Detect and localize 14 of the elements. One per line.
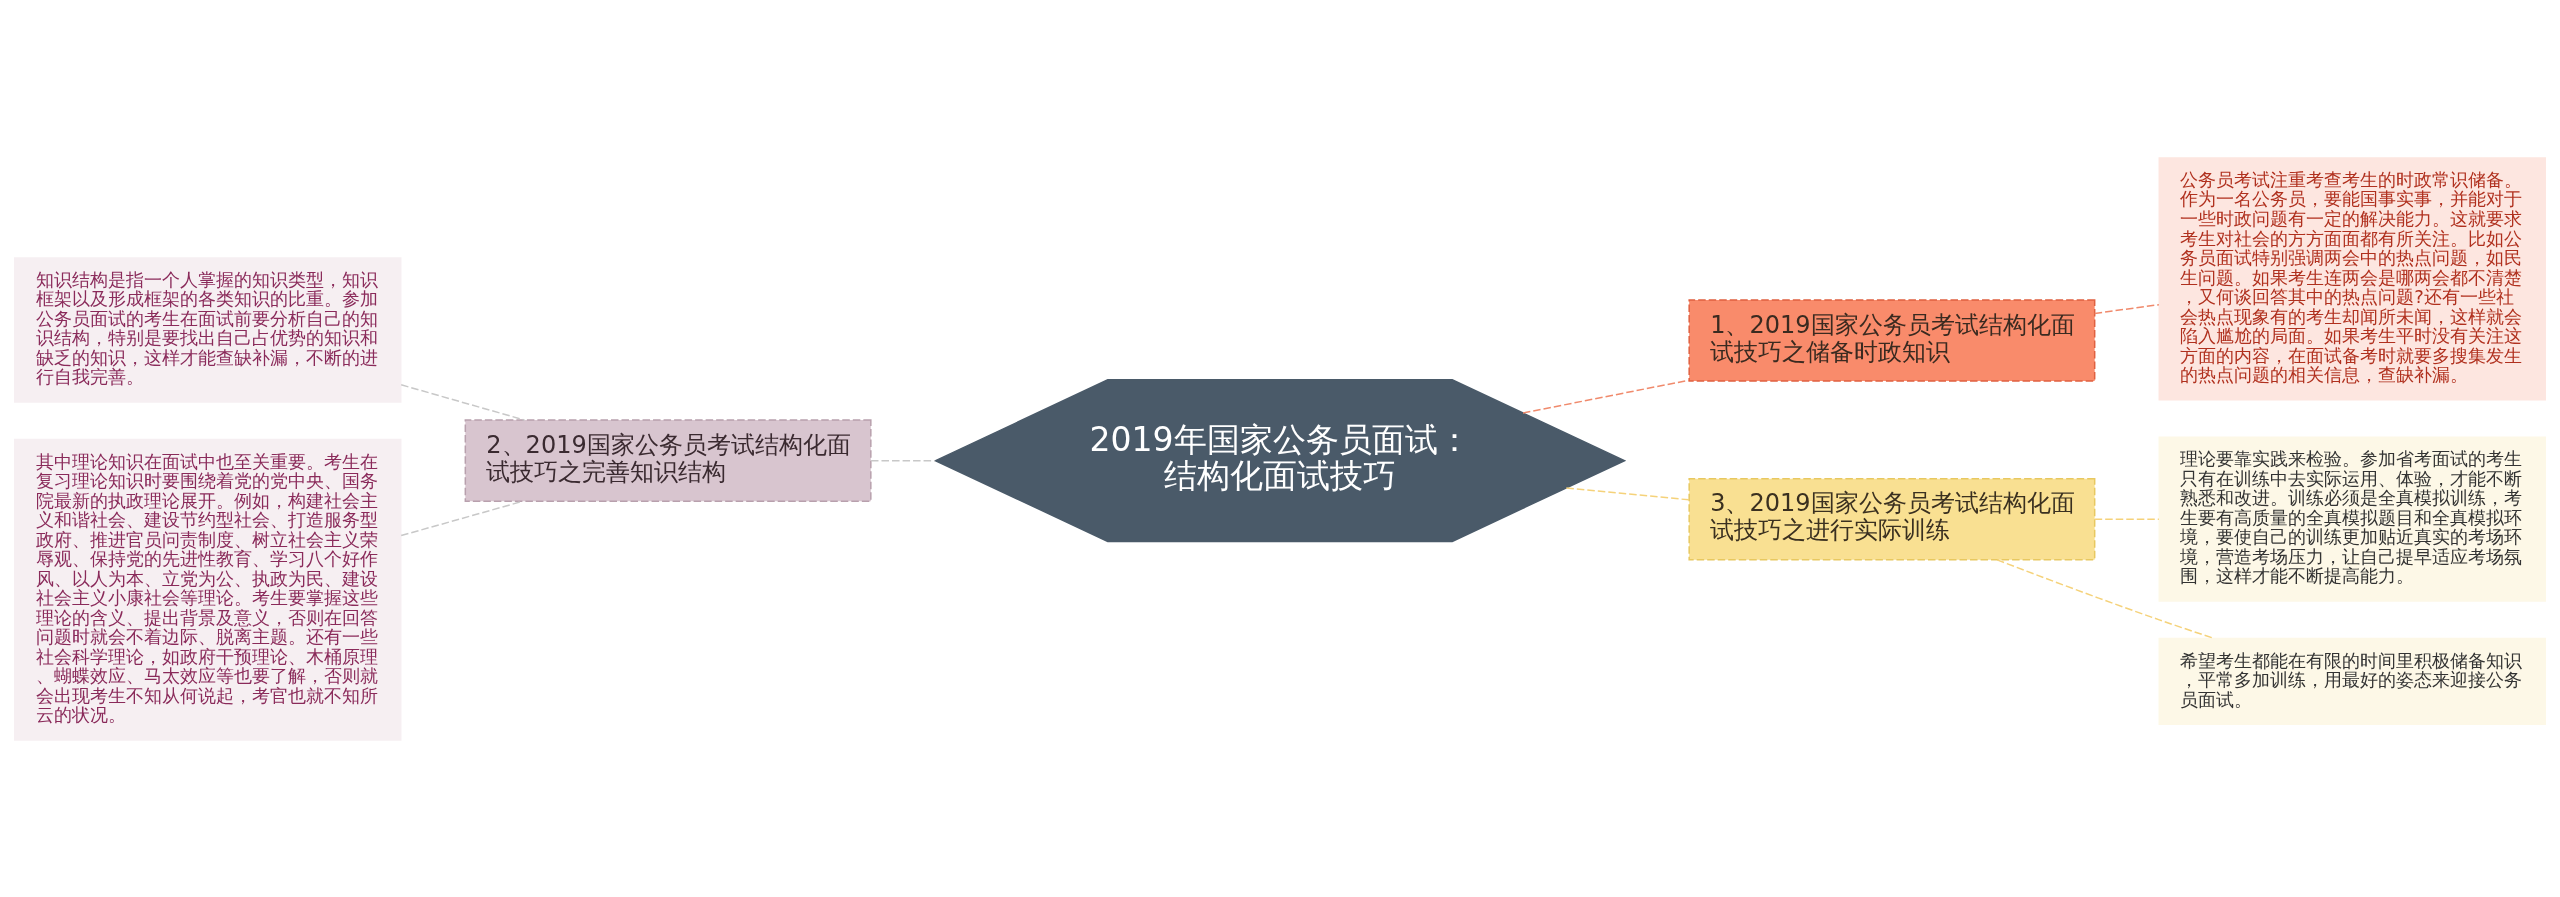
- node-box: 希望考生都能在有限的时间里积极储备知识，平常多加训练，用最好的姿态来迎接公务员面试。: [2158, 637, 2546, 725]
- node-box: 2、2019国家公务员考试结构化面试技巧之完善知识结构: [464, 418, 872, 502]
- connector: [870, 459, 936, 461]
- node-box: 3、2019国家公务员考试结构化面试技巧之进行实际训练: [1688, 477, 2096, 560]
- node-box: 公务员考试注重考查考生的时政常识储备。作为一名公务员，要能国事实事，并能对于一些时政问题有一定的解决能力。这就要求考生对社会的方方面面都有所关注。比如公务员面试特别强调两会中的热点问题，如民生问题。如果考生连两会是哪两会都不清楚，又何谈回答其中的热点问题?还有一些社会热点现象有的考生却闻所未闻，这样就会陷入尴尬的局面。如果考生平时没有关注这方面的内容，在面试备考时就要多搜集发生的热点问题的相关信息，查缺补漏。: [2158, 156, 2546, 401]
- connector: [1522, 379, 1690, 414]
- node-box: 理论要靠实践来检验。参加省考面试的考生只有在训练中去实际运用、体验，才能不断熟悉和改进。训练必须是全真模拟训练，考生要有高质量的全真模拟题目和全真模拟环境，要使自己的训练更加贴近真实的考场环境，营造考场压力，让自己提早适应考场氛围，这样才能不断提高能力。: [2158, 436, 2546, 602]
- connector: [400, 383, 526, 421]
- node-box: 1、2019国家公务员考试结构化面试技巧之储备时政知识: [1688, 298, 2096, 382]
- connector: [2093, 303, 2160, 314]
- connector: [1565, 486, 1690, 501]
- node-box: 知识结构是指一个人掌握的知识类型，知识框架以及形成框架的各类知识的比重。参加公务员面试的考生在面试前要分析自己的知识结构，特别是要找出自己占优势的知识和缺乏的知识，这样才能查缺补漏，不断的进行自我完善。: [14, 256, 402, 403]
- node-box: 其中理论知识在面试中也至关重要。考生在复习理论知识时要围绕着党的党中央、国务院最新的执政理论展开。例如，构建社会主义和谐社会、建设节约型社会、打造服务型政府、推进官员问责制度、树立社会主义荣辱观、保持党的先进性教育、学习八个好作风、以人为本、立党为公、执政为民、建设社会主义小康社会等理论。考生要掌握这些理论的含义、提出背景及意义，否则在回答问题时就会不着边际、脱离主题。还有一些社会科学理论，如政府干预理论、木桶原理、蝴蝶效应、马太效应等也要了解，否则就会出现考生不知从何说起，考官也就不知所云的状况。: [14, 438, 402, 741]
- connector: [2093, 517, 2160, 520]
